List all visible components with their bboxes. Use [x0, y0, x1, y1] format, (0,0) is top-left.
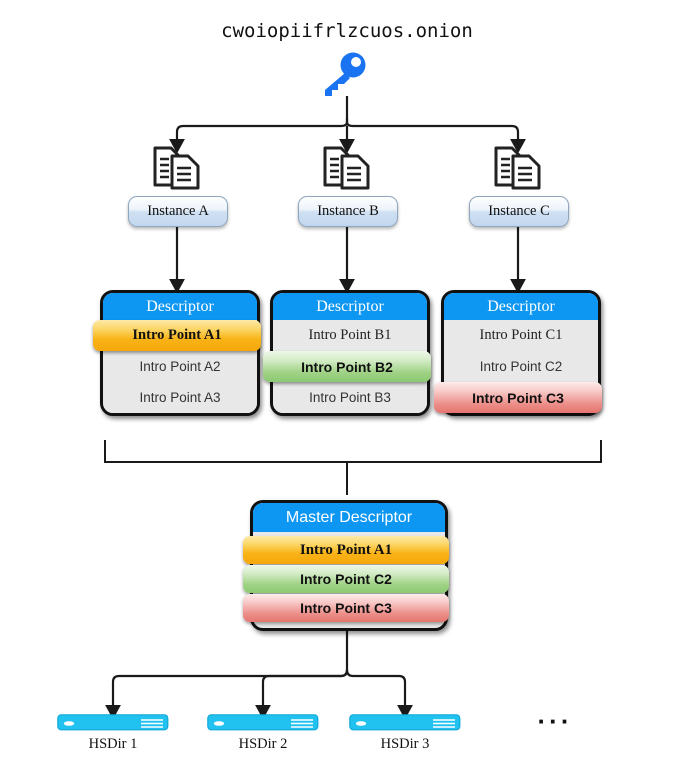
intro-point-row-a2[interactable]: Intro Point A2 [139, 359, 221, 374]
descriptor-b-header: Descriptor [273, 293, 427, 320]
master-descriptor-body: Intro Point A1 Intro Point C2 Intro Poin… [243, 532, 449, 628]
descriptor-a-body: Intro Point A1 Intro Point A2 Intro Poin… [93, 320, 261, 413]
intro-point-row-c2[interactable]: Intro Point C2 [479, 359, 563, 374]
master-descriptor[interactable]: Master Descriptor Intro Point A1 Intro P… [243, 500, 449, 631]
descriptor-c-body: Intro Point C1 Intro Point C2 Intro Poin… [434, 320, 602, 413]
documents-icon-c [493, 144, 543, 195]
more-hsdirs-ellipsis: ··· [537, 706, 573, 736]
hsdir-3-label: HSDir 3 [380, 736, 430, 752]
hsdir-3-icon[interactable] [349, 714, 461, 736]
intro-point-row-b1[interactable]: Intro Point B1 [308, 327, 392, 343]
hsdir-1-icon[interactable] [57, 714, 169, 736]
instance-a-label: Instance A [147, 203, 209, 219]
hsdir-2-label: HSDir 2 [238, 736, 288, 752]
onion-address-title: cwoiopiifrlzcuos.onion [221, 20, 473, 42]
master-intro-point-row-3[interactable]: Intro Point C3 [243, 594, 449, 622]
descriptor-c[interactable]: Descriptor Intro Point C1 Intro Point C2… [434, 290, 602, 416]
descriptor-a-header: Descriptor [103, 293, 257, 320]
intro-point-row-b3[interactable]: Intro Point B3 [309, 390, 391, 405]
instance-c-label: Instance C [488, 203, 550, 219]
master-intro-point-row-2[interactable]: Intro Point C2 [243, 565, 449, 593]
documents-icon-a [152, 144, 202, 195]
master-intro-point-row-1[interactable]: Intro Point A1 [243, 536, 449, 564]
instance-c-node[interactable]: Instance C [469, 196, 569, 227]
documents-icon-b [322, 144, 372, 195]
hsdir-2-icon[interactable] [207, 714, 319, 736]
hsdir-1-label: HSDir 1 [88, 736, 138, 752]
intro-point-row-a3[interactable]: Intro Point A3 [139, 390, 221, 405]
intro-point-row-b2[interactable]: Intro Point B2 [263, 351, 431, 382]
intro-point-row-c3[interactable]: Intro Point C3 [434, 382, 602, 413]
intro-point-row-c1[interactable]: Intro Point C1 [479, 327, 563, 343]
instance-b-label: Instance B [317, 203, 379, 219]
descriptor-b-body: Intro Point B1 Intro Point B2 Intro Poin… [263, 320, 431, 413]
descriptor-b[interactable]: Descriptor Intro Point B1 Intro Point B2… [263, 290, 431, 416]
instance-b-node[interactable]: Instance B [298, 196, 398, 227]
descriptor-a[interactable]: Descriptor Intro Point A1 Intro Point A2… [93, 290, 261, 416]
key-icon [312, 52, 372, 98]
master-descriptor-header: Master Descriptor [253, 503, 445, 532]
intro-point-row-a1[interactable]: Intro Point A1 [93, 320, 261, 351]
descriptor-c-header: Descriptor [444, 293, 598, 320]
instance-a-node[interactable]: Instance A [128, 196, 228, 227]
